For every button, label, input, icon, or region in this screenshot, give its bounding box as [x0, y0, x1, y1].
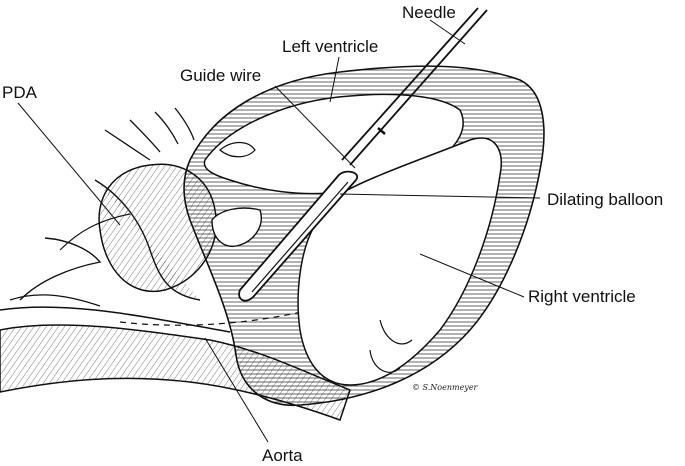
label-needle: Needle [402, 3, 456, 22]
label-guide-wire: Guide wire [180, 66, 261, 85]
needle-instrument [341, 7, 488, 166]
label-dilating-balloon: Dilating balloon [547, 190, 663, 209]
artist-signature: © S.Noenmeyer [412, 383, 479, 392]
dilating-balloon-catheter [238, 170, 359, 302]
aorta-vessel [0, 294, 351, 421]
septum-chamber [211, 207, 262, 247]
right-ventricle-cavity [297, 137, 502, 386]
label-left-ventricle: Left ventricle [282, 37, 378, 56]
label-pda: PDA [2, 83, 38, 102]
label-right-ventricle: Right ventricle [528, 287, 636, 306]
leader-lines [17, 19, 541, 443]
label-aorta: Aorta [262, 446, 303, 465]
